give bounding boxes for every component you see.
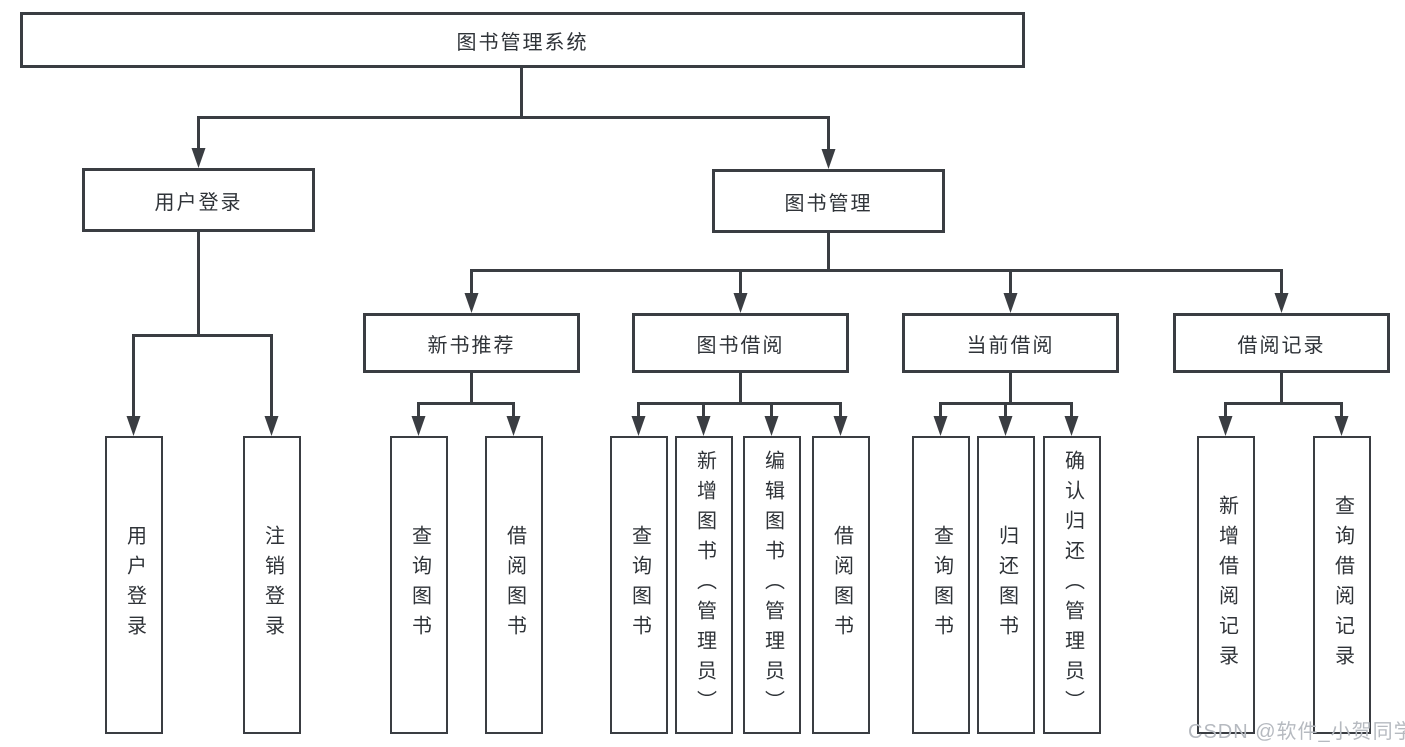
node-label: 编辑图书（管理员） — [761, 450, 784, 720]
node-book-management: 图书管理 — [712, 169, 945, 233]
node-label: 当前借阅 — [966, 334, 1055, 357]
leaf-query-books-current: 查询图书 — [912, 436, 970, 734]
node-label: 用户登录 — [123, 525, 146, 645]
csdn-watermark: CSDN @软件_小贺同学 — [1188, 721, 1405, 743]
leaf-add-books-admin: 新增图书（管理员） — [675, 436, 733, 734]
node-current-borrowing: 当前借阅 — [902, 313, 1119, 373]
node-label: 新增图书（管理员） — [693, 450, 716, 720]
leaf-user-login: 用户登录 — [105, 436, 163, 734]
node-new-book-recommendation: 新书推荐 — [363, 313, 580, 373]
node-label: 图书借阅 — [696, 334, 785, 357]
node-label: 新增借阅记录 — [1215, 495, 1238, 675]
leaf-logout: 注销登录 — [243, 436, 301, 734]
leaf-add-borrow-record: 新增借阅记录 — [1197, 436, 1255, 734]
node-label: 查询借阅记录 — [1331, 495, 1354, 675]
leaf-confirm-return-admin: 确认归还（管理员） — [1043, 436, 1101, 734]
leaf-borrow-books-recommend: 借阅图书 — [485, 436, 543, 734]
leaf-borrow-books: 借阅图书 — [812, 436, 870, 734]
node-label: 查询图书 — [930, 525, 953, 645]
node-label: 借阅图书 — [503, 525, 526, 645]
node-user-login: 用户登录 — [82, 168, 315, 232]
leaf-return-books: 归还图书 — [977, 436, 1035, 734]
node-label: 归还图书 — [995, 525, 1018, 645]
leaf-query-borrow-record: 查询借阅记录 — [1313, 436, 1371, 734]
node-book-borrowing: 图书借阅 — [632, 313, 849, 373]
node-label: 注销登录 — [261, 525, 284, 645]
leaf-edit-books-admin: 编辑图书（管理员） — [743, 436, 801, 734]
node-label: 借阅图书 — [830, 525, 853, 645]
node-label: 确认归还（管理员） — [1061, 450, 1084, 720]
node-label: 借阅记录 — [1237, 334, 1326, 357]
node-label: 图书管理 — [784, 192, 873, 215]
node-label: 图书管理系统 — [456, 31, 589, 54]
node-label: 查询图书 — [628, 525, 651, 645]
leaf-query-books-borrow: 查询图书 — [610, 436, 668, 734]
node-borrowing-records: 借阅记录 — [1173, 313, 1390, 373]
node-label: 新书推荐 — [427, 334, 516, 357]
node-label: 查询图书 — [408, 525, 431, 645]
leaf-query-books-recommend: 查询图书 — [390, 436, 448, 734]
node-label: 用户登录 — [154, 191, 243, 214]
node-library-management-system: 图书管理系统 — [20, 12, 1025, 68]
